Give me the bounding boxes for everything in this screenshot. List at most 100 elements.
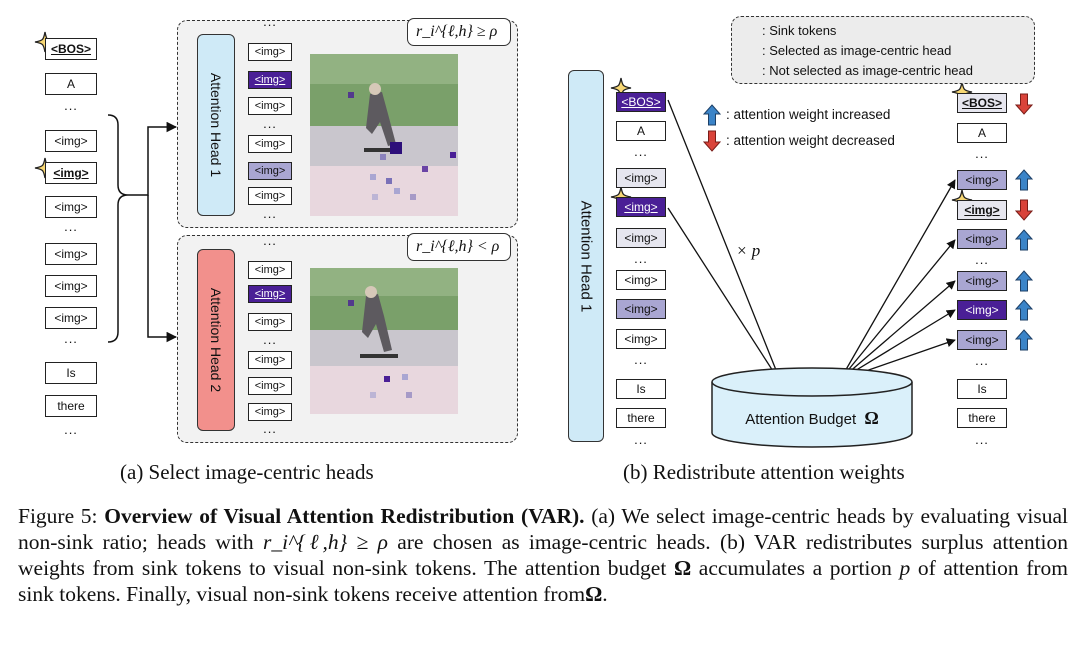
token-is: Is xyxy=(616,379,666,399)
increase-arrow-icon xyxy=(1015,229,1033,251)
ellipsis: ... xyxy=(634,432,648,447)
token-there: there xyxy=(616,408,666,428)
attention-map-image-head2 xyxy=(310,268,458,414)
condition-selected: r_i^{ℓ,h} ≥ ρ xyxy=(407,18,511,46)
head1-label-b: Attention Head 1 xyxy=(577,200,595,312)
budget-out-arrows xyxy=(839,179,956,381)
increase-arrow-icon xyxy=(1015,329,1033,351)
attention-budget-cylinder xyxy=(711,367,913,448)
ellipsis: ... xyxy=(975,252,989,267)
caption-formula: r_i^{ℓ,h} ≥ ρ xyxy=(262,530,388,554)
caption-omega: Ω xyxy=(673,556,692,580)
head2-label: Attention Head 2 xyxy=(208,287,225,393)
ellipsis: ... xyxy=(975,146,989,161)
token-img: <img> xyxy=(248,351,292,369)
ellipsis: ... xyxy=(263,332,277,347)
token-img-sink: <img> xyxy=(616,197,666,217)
ellipsis: ... xyxy=(634,144,648,159)
token-img: <img> xyxy=(957,229,1007,249)
ellipsis: ... xyxy=(975,353,989,368)
budget-label: Attention Budget Ω xyxy=(712,408,912,429)
multiplier-label: × p xyxy=(736,241,761,260)
token-img: <img> xyxy=(248,261,292,279)
caption-text-2: are chosen as image-centric heads. (b) V… xyxy=(18,530,1069,580)
increase-arrow-icon xyxy=(1015,299,1033,321)
token-img: <img> xyxy=(45,130,97,152)
caption-text-5: . xyxy=(602,582,608,606)
token-img: <img> xyxy=(248,162,292,180)
token-img: <img> xyxy=(957,170,1007,190)
token-img-sink: <img> xyxy=(248,285,292,303)
caption-text-4: of attention from sink tokens. Finally, … xyxy=(18,556,1069,606)
arrow-img-to-budget xyxy=(667,207,781,383)
token-is: Is xyxy=(957,379,1007,399)
connector-head1 xyxy=(128,121,178,196)
caption-a: (a) Select image-centric heads xyxy=(120,460,374,484)
token-is: Is xyxy=(45,362,97,384)
budget-symbol: Ω xyxy=(864,408,879,428)
caption-omega-2: Ω xyxy=(585,582,603,606)
ellipsis: ... xyxy=(634,251,648,266)
figure-label: Figure 5: xyxy=(18,504,98,528)
head1-block-b: Attention Head 1 xyxy=(568,70,604,442)
increase-arrow-icon xyxy=(703,104,721,126)
token-img-sink: <img> xyxy=(45,162,97,184)
ellipsis: ... xyxy=(263,116,277,131)
token-a: A xyxy=(45,73,97,95)
decrease-arrow-icon xyxy=(1015,93,1033,115)
token-img: <img> xyxy=(248,313,292,331)
token-img: <img> xyxy=(248,403,292,421)
head1-label: Attention Head 1 xyxy=(208,72,225,178)
legend-increased-label: : attention weight increased xyxy=(726,107,891,122)
ellipsis: ... xyxy=(64,331,78,346)
caption-b: (b) Redistribute attention weights xyxy=(623,460,905,484)
token-img: <img> xyxy=(616,168,666,188)
ellipsis: ... xyxy=(263,421,277,436)
decrease-arrow-icon xyxy=(1015,199,1033,221)
figure-title: Overview of Visual Attention Redistribut… xyxy=(104,504,585,528)
token-bos: <BOS> xyxy=(45,38,97,60)
ellipsis: ... xyxy=(263,233,277,248)
token-bos-sink: <BOS> xyxy=(957,93,1007,113)
token-bracket xyxy=(107,114,129,343)
token-img: <img> xyxy=(957,300,1007,320)
token-img: <img> xyxy=(616,228,666,248)
connector-head2 xyxy=(147,195,178,343)
token-a: A xyxy=(957,123,1007,143)
token-img: <img> xyxy=(248,187,292,205)
token-there: there xyxy=(45,395,97,417)
condition-formula: r_i^{ℓ,h} < ρ xyxy=(416,238,500,255)
token-img: <img> xyxy=(45,275,97,297)
ellipsis: ... xyxy=(64,422,78,437)
token-bos-sink: <BOS> xyxy=(616,92,666,112)
increase-arrow-icon xyxy=(1015,169,1033,191)
ellipsis: ... xyxy=(975,432,989,447)
caption-p: p xyxy=(899,556,911,580)
head1-block: Attention Head 1 xyxy=(197,34,235,216)
token-img-sink: <img> xyxy=(248,71,292,89)
token-img: <img> xyxy=(616,299,666,319)
token-img: <img> xyxy=(616,270,666,290)
arrow-bos-to-budget xyxy=(667,99,782,381)
caption-text-1: (a) We select image-centric heads by eva… xyxy=(18,504,1069,554)
token-img: <img> xyxy=(45,196,97,218)
token-img: <img> xyxy=(957,271,1007,291)
condition-formula: r_i^{ℓ,h} ≥ ρ xyxy=(416,23,498,40)
legend-sink-label: : Sink tokens xyxy=(762,23,837,38)
condition-not-selected: r_i^{ℓ,h} < ρ xyxy=(407,233,511,261)
token-img: <img> xyxy=(248,43,292,61)
legend-selected-label: : Selected as image-centric head xyxy=(762,43,952,58)
head2-block: Attention Head 2 xyxy=(197,249,235,431)
token-img: <img> xyxy=(45,243,97,265)
budget-text: Attention Budget xyxy=(745,411,857,428)
legend-box xyxy=(731,16,1035,84)
legend-not-selected-label: : Not selected as image-centric head xyxy=(762,63,973,78)
legend-decreased-label: : attention weight decreased xyxy=(726,133,895,148)
ellipsis: ... xyxy=(64,219,78,234)
token-there: there xyxy=(957,408,1007,428)
token-img: <img> xyxy=(616,329,666,349)
ellipsis: ... xyxy=(64,98,78,113)
figure-caption: Figure 5: Overview of Visual Attention R… xyxy=(18,503,1068,607)
